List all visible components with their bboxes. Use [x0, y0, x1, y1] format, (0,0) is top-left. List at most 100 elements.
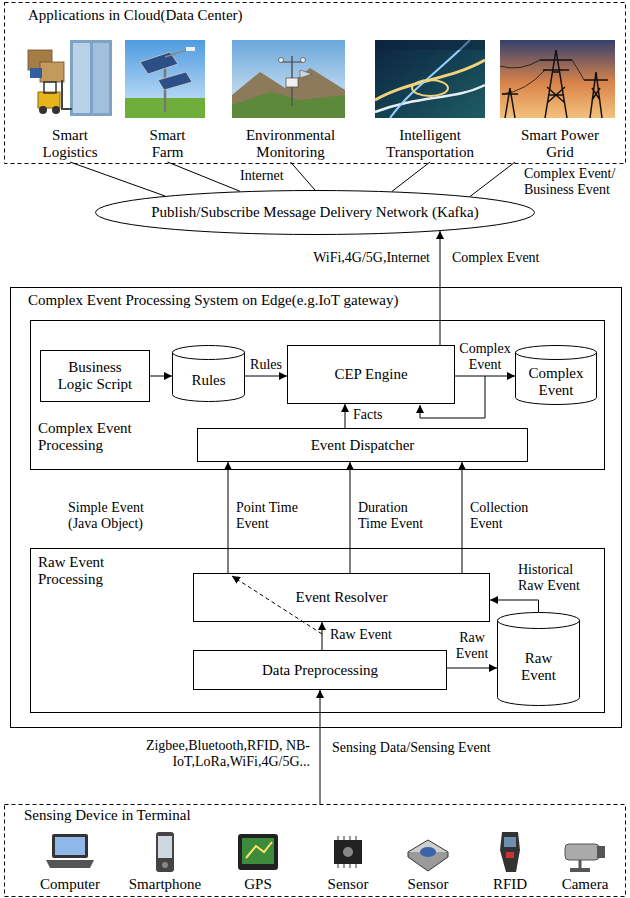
node-label: Event Resolver	[295, 589, 387, 606]
environment-illustration	[286, 78, 298, 87]
connector	[320, 690, 321, 804]
edge-label: Rules	[250, 357, 282, 373]
transportation-illustration	[375, 60, 485, 100]
sensor-chip-icon	[334, 836, 362, 868]
group-title: Applications in Cloud(Data Center)	[28, 7, 243, 24]
database-cylinder: Rules	[172, 345, 245, 402]
logistics-illustration	[70, 40, 112, 116]
edge-label: Complex Event	[456, 341, 514, 373]
rfid-reader-icon	[506, 852, 514, 858]
edge-label: Facts	[353, 407, 383, 423]
cylinder-top	[498, 613, 580, 629]
box-border	[11, 288, 622, 728]
annotation-label: Zigbee,Bluetooth,RFID, NB-IoT,LoRa,WiFi,…	[115, 738, 310, 770]
node-label: Raw Event	[514, 650, 564, 684]
node-label: Complex Event	[526, 365, 586, 399]
connector	[70, 162, 165, 196]
process-box: Event Dispatcher	[197, 428, 528, 462]
environment-illustration	[232, 68, 345, 118]
connector	[150, 376, 172, 377]
sensor-chip-icon	[334, 840, 362, 864]
cylinder-top	[173, 346, 245, 360]
smartphone-icon	[156, 832, 174, 872]
connector	[168, 162, 241, 191]
node-label: Event Dispatcher	[311, 437, 415, 454]
node-label: Rules	[191, 372, 225, 389]
box-border	[31, 321, 605, 470]
smartphone-icon	[156, 832, 174, 872]
smartphone-icon	[158, 836, 172, 858]
application-item: Environmental Monitoring	[228, 36, 353, 162]
edge-label: Duration Time Event	[358, 500, 433, 532]
group-title: Complex Event Processing System on Edge(…	[28, 292, 398, 309]
edge-label: Raw Event	[330, 627, 392, 643]
dashed-border	[5, 805, 626, 897]
device-item: RFID	[470, 826, 550, 894]
box-border	[194, 574, 490, 622]
sensor-module-icon	[420, 847, 436, 857]
device-item: Smartphone	[125, 826, 205, 894]
laptop-icon	[46, 834, 94, 868]
edge-label: Sensing Data/Sensing Event	[332, 740, 491, 756]
logistics-illustration	[93, 43, 109, 113]
power-grid-illustration	[500, 60, 584, 94]
connector	[350, 462, 351, 573]
application-item: Smart Farm	[120, 36, 215, 162]
logistics-illustration	[30, 68, 42, 78]
facts-loop	[420, 376, 485, 418]
logistics-illustration	[61, 80, 63, 110]
transportation-illustration	[390, 40, 470, 118]
group-title: Raw Event Processing	[38, 554, 118, 588]
logistics-illustration	[38, 92, 60, 108]
environment-illustration	[281, 61, 303, 62]
logistics-illustration	[62, 108, 72, 110]
transportation-illustration	[375, 40, 485, 50]
node-label: Publish/Subscribe Message Delivery Netwo…	[151, 204, 478, 221]
node-label: Business Logic Script	[53, 359, 138, 393]
process-box: Data Preprocessing	[193, 650, 447, 690]
edge-label: Historical Raw Event	[518, 562, 593, 594]
environment-illustration	[300, 70, 312, 78]
edge-label: Collection Event	[470, 500, 540, 532]
environment-illustration	[232, 92, 345, 118]
laptop-icon	[55, 837, 85, 855]
node-label: GPS	[244, 876, 272, 893]
smartphone-icon	[162, 862, 168, 868]
node-label: RFID	[493, 876, 527, 893]
edge-label: Raw Event	[452, 630, 492, 662]
database-cylinder: Complex Event	[515, 345, 597, 405]
node-label: Sensor	[408, 876, 449, 893]
annotation-label: Complex Event/ Business Event	[524, 166, 624, 198]
logistics-illustration	[28, 40, 112, 116]
power-grid-illustration	[540, 50, 572, 118]
group-box: Sensing Device in TerminalComputerSmartp…	[4, 804, 626, 897]
node-label: Environmental Monitoring	[238, 127, 343, 161]
connector	[245, 376, 287, 377]
farm-illustration	[125, 40, 205, 118]
process-box: Business Logic Script	[40, 350, 150, 402]
message-network-ellipse: Publish/Subscribe Message Delivery Netwo…	[95, 190, 535, 235]
laptop-icon	[46, 860, 94, 868]
logistics-illustration	[52, 106, 60, 114]
rfid-reader-icon	[504, 837, 516, 847]
box-border	[31, 549, 605, 713]
node-label: Data Preprocessing	[262, 662, 378, 679]
gps-icon	[242, 838, 274, 864]
rfid-reader-icon	[500, 832, 520, 872]
node-label: Sensor	[328, 876, 369, 893]
application-item: Smart Logistics	[20, 36, 120, 162]
connector	[291, 162, 316, 190]
connector	[392, 162, 430, 191]
camera-icon	[570, 868, 590, 872]
cylinder-body	[498, 620, 580, 706]
node-label: Smart Power Grid	[518, 127, 603, 161]
device-item: Sensor	[388, 826, 468, 894]
node-label: Intelligent Transportation	[380, 127, 480, 161]
device-item: GPS	[218, 826, 298, 894]
connector	[455, 376, 515, 377]
transportation-illustration	[375, 40, 485, 118]
edge-label: Point Time Event	[236, 500, 311, 532]
application-item: Smart Power Grid	[500, 36, 620, 162]
node-label: Computer	[40, 876, 100, 893]
